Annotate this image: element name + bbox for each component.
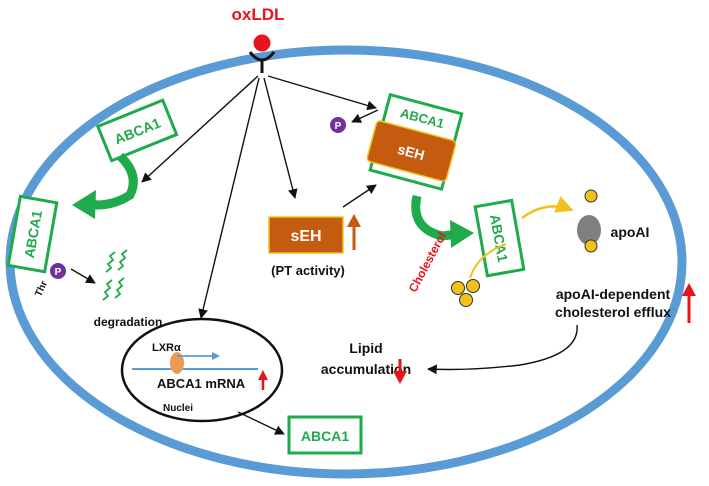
apoai-molecule [577, 189, 601, 253]
mrna-up-arrowhead [258, 370, 268, 380]
degradation-label: degradation [94, 315, 163, 329]
lxr-label: LXRα [152, 342, 181, 354]
lipid-line2: accumulation [321, 361, 411, 377]
apoai-label: apoAI [611, 224, 650, 240]
cholesterol-efflux-curve [469, 243, 507, 279]
nuclei-label: Nuclei [163, 403, 193, 414]
abca1-upper-left: ABCA1 [95, 98, 179, 163]
green-arrowhead-left [72, 190, 96, 219]
seh-to-membrane-arrow [342, 184, 377, 208]
seh-center-label: sEH [290, 228, 321, 245]
efflux-to-lipid-arrow [427, 324, 578, 375]
degraded-fragments [102, 249, 128, 301]
mrna-label: ABCA1 mRNA [157, 376, 246, 391]
abca1-left-membrane: ABCA1 [6, 194, 59, 274]
phospho-label-right: P [335, 121, 342, 132]
lipid-line1: Lipid [349, 340, 382, 356]
oxldl-ligand [253, 34, 271, 52]
thr-label: Thr [33, 279, 50, 298]
seh-up-arrowhead [347, 214, 361, 227]
efflux-line1: apoAI-dependent [556, 286, 671, 302]
receptor-signal-arrows [141, 75, 377, 319]
abca1-seh-complex: ABCA1 sEH [366, 92, 464, 191]
nucleus-to-abca1-arrow [237, 411, 285, 435]
seh-center-box [268, 216, 344, 254]
green-curved-arrow-left [85, 152, 138, 210]
efflux-line2: cholesterol efflux [555, 304, 671, 320]
transcription-arrowhead [212, 352, 220, 360]
oxldl-receptor [248, 51, 276, 73]
abca1-right-membrane: ABCA1 [473, 198, 526, 278]
efflux-to-apoai-arrow [521, 196, 574, 220]
pt-activity-label: (PT activity) [271, 263, 345, 278]
abca1-label: ABCA1 [301, 428, 349, 444]
efflux-up-arrowhead [682, 283, 696, 296]
lxr-protein [170, 352, 184, 374]
abca1-newly-synthesized [287, 415, 363, 455]
seh-complex-label: sEH [396, 141, 426, 164]
green-arrowhead-right [450, 220, 474, 248]
degradation-arrow [70, 268, 96, 284]
green-curved-arrow-right [411, 195, 459, 241]
phospho-icon-left [50, 263, 66, 279]
cholesterol-label: Cholesterol [406, 230, 449, 295]
oxldl-label: oxLDL [232, 5, 285, 24]
lipid-down-arrowhead [393, 371, 407, 384]
cholesterol-molecules [451, 279, 480, 307]
phospho-icon-right [330, 117, 346, 133]
phospho-arrow-right [351, 109, 379, 123]
phospho-label-left: P [55, 267, 62, 278]
